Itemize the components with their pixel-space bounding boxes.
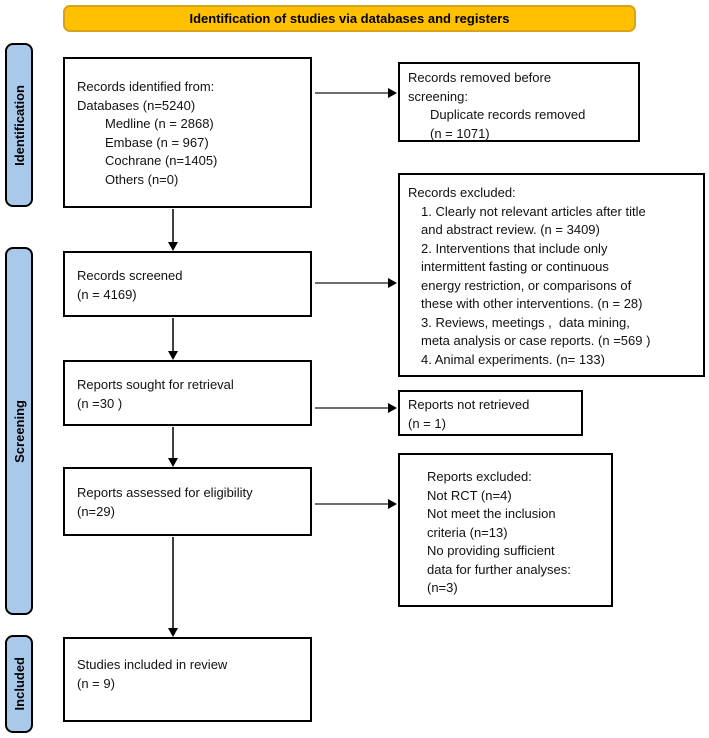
reports-excluded-line-3: Not meet the inclusion <box>427 506 556 521</box>
stage-bar-identification: Identification <box>5 43 33 207</box>
records-excluded-item-1: 1. Clearly not relevant articles after t… <box>421 203 646 219</box>
box-reports-excluded: Reports excluded: Not RCT (n=4) Not meet… <box>398 453 613 607</box>
records-excluded-item-6: these with other interventions. (n = 28) <box>421 296 643 311</box>
arrow-sought-to-not-retrieved <box>315 403 397 412</box>
reports-excluded-title: Reports excluded: <box>427 469 532 484</box>
reports-assessed-line2: (n=29) <box>77 503 115 519</box>
records-removed-duplicates: Duplicate records removed <box>430 107 586 122</box>
records-screened-line2: (n = 4169) <box>77 286 137 302</box>
records-excluded-item-8: meta analysis or case reports. (n =569 ) <box>421 333 651 348</box>
box-records-screened: Records screened (n = 4169) <box>63 251 312 317</box>
records-identified-embase: Embase (n = 967) <box>105 134 209 150</box>
records-identified-medline: Medline (n = 2868) <box>105 116 214 131</box>
reports-not-retrieved-line2: (n = 1) <box>408 415 446 431</box>
box-reports-sought: Reports sought for retrieval (n =30 ) <box>63 360 312 426</box>
studies-included-line1: Studies included in review <box>77 657 228 672</box>
arrow-identified-to-removed <box>315 88 397 97</box>
box-records-excluded: Records excluded: 1. Clearly not relevan… <box>398 173 705 377</box>
stage-label-identification: Identification <box>11 84 27 166</box>
records-excluded-item-3: 2. Interventions that include only <box>421 240 608 256</box>
reports-excluded-line-5: No providing sufficient <box>427 543 555 558</box>
records-removed-count: (n = 1071) <box>430 125 490 141</box>
records-removed-line2: screening: <box>408 88 468 104</box>
arrow-sought-to-assessed <box>168 427 177 467</box>
box-records-identified: Records identified from: Databases (n=52… <box>63 57 312 208</box>
arrow-identified-to-screened <box>168 209 177 251</box>
arrow-assessed-to-reports-excluded <box>315 499 397 508</box>
reports-sought-line2: (n =30 ) <box>77 395 123 411</box>
records-screened-line1: Records screened <box>77 268 183 283</box>
reports-assessed-line1: Reports assessed for eligibility <box>77 485 253 500</box>
records-excluded-item-2: and abstract review. (n = 3409) <box>421 222 600 237</box>
box-reports-not-retrieved: Reports not retrieved (n = 1) <box>398 390 583 436</box>
box-reports-assessed: Reports assessed for eligibility (n=29) <box>63 467 312 536</box>
stage-label-screening: Screening <box>11 399 27 463</box>
reports-excluded-line-4: criteria (n=13) <box>427 524 508 540</box>
records-identified-others: Others (n=0) <box>105 171 179 187</box>
arrow-screened-to-excluded <box>315 278 397 287</box>
records-excluded-item-9: 4. Animal experiments. (n= 133) <box>421 351 605 367</box>
banner: Identification of studies via databases … <box>63 5 636 32</box>
records-excluded-item-5: energy restriction, or comparisons of <box>421 277 632 293</box>
records-excluded-item-7: 3. Reviews, meetings , data mining, <box>421 314 630 330</box>
records-excluded-item-4: intermittent fasting or continuous <box>421 259 609 274</box>
studies-included-line2: (n = 9) <box>77 675 115 691</box>
reports-excluded-line-7: (n=3) <box>427 580 458 595</box>
box-studies-included: Studies included in review (n = 9) <box>63 637 312 722</box>
records-identified-databases: Databases (n=5240) <box>77 97 196 113</box>
records-identified-cochrane: Cochrane (n=1405) <box>105 153 218 168</box>
reports-not-retrieved-line1: Reports not retrieved <box>408 397 530 412</box>
stage-bar-screening: Screening <box>5 247 33 615</box>
box-records-removed: Records removed before screening: Duplic… <box>398 62 640 142</box>
records-excluded-title: Records excluded: <box>408 185 516 200</box>
banner-label: Identification of studies via databases … <box>189 11 510 26</box>
arrow-assessed-to-included <box>168 537 177 637</box>
arrow-screened-to-sought <box>168 318 177 360</box>
reports-excluded-line-6: data for further analyses: <box>427 561 571 577</box>
records-identified-title: Records identified from: <box>77 79 215 94</box>
reports-sought-line1: Reports sought for retrieval <box>77 377 234 392</box>
records-removed-line1: Records removed before <box>408 70 552 85</box>
stage-bar-included: Included <box>5 635 33 733</box>
reports-excluded-line-2: Not RCT (n=4) <box>427 487 512 503</box>
stage-label-included: Included <box>11 657 27 711</box>
